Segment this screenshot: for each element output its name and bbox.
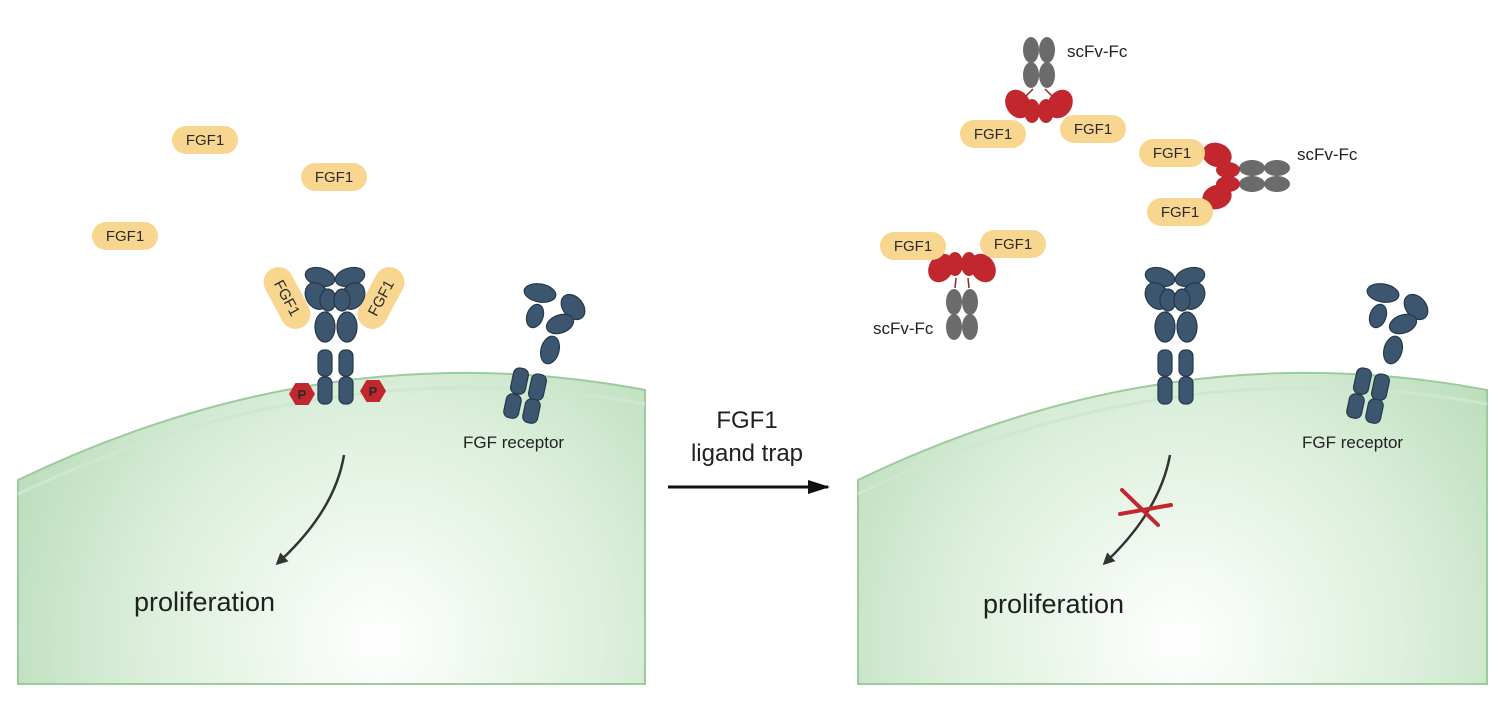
free-ligand: FGF1 — [92, 222, 158, 250]
receptor-monomer — [503, 283, 586, 424]
transition-label-line2: ligand trap — [691, 440, 803, 467]
trap-label: scFv-Fc — [873, 319, 934, 338]
phospho-label: P — [298, 387, 307, 402]
transition: FGF1 ligand trap — [668, 407, 830, 494]
ligand-label: FGF1 — [186, 132, 224, 149]
left-panel: FGF1 FGF1 FGF1 FGF1 FGF1 — [17, 126, 646, 685]
right-panel: scFv-Fc FGF1 FGF1 — [857, 37, 1488, 685]
transition-label-line1: FGF1 — [716, 407, 777, 434]
ligand-label: FGF1 — [974, 126, 1012, 143]
receptor-label: FGF receptor — [463, 433, 564, 452]
phospho-group: P — [289, 383, 315, 405]
right-cell — [857, 371, 1488, 685]
ligand-label: FGF1 — [994, 236, 1032, 253]
left-cell — [17, 371, 646, 685]
receptor-dimer — [1144, 266, 1206, 405]
free-ligand: FGF1 — [172, 126, 238, 154]
trap-label: scFv-Fc — [1297, 145, 1358, 164]
ligand-label: FGF1 — [315, 169, 353, 186]
receptor-label: FGF receptor — [1302, 433, 1403, 452]
ligand-trap: scFv-Fc FGF1 FGF1 — [1139, 139, 1358, 226]
ligand-label: FGF1 — [894, 238, 932, 255]
ligand-trap: scFv-Fc FGF1 FGF1 — [873, 230, 1046, 340]
phospho-label: P — [369, 384, 378, 399]
receptor-monomer — [1346, 283, 1429, 424]
receptor-dimer — [304, 266, 366, 405]
block-cross-icon — [1118, 488, 1173, 527]
outcome-label: proliferation — [983, 589, 1124, 619]
phospho-group: P — [360, 380, 386, 402]
ligand-label: FGF1 — [106, 228, 144, 245]
free-ligand: FGF1 — [301, 163, 367, 191]
ligand-trap: scFv-Fc FGF1 FGF1 — [960, 37, 1128, 148]
trap-label: scFv-Fc — [1067, 42, 1128, 61]
signal-arrow — [275, 454, 346, 566]
outcome-label: proliferation — [134, 587, 275, 617]
ligand-label: FGF1 — [1161, 204, 1199, 221]
ligand-label: FGF1 — [1153, 145, 1191, 162]
ligand-label: FGF1 — [1074, 121, 1112, 138]
